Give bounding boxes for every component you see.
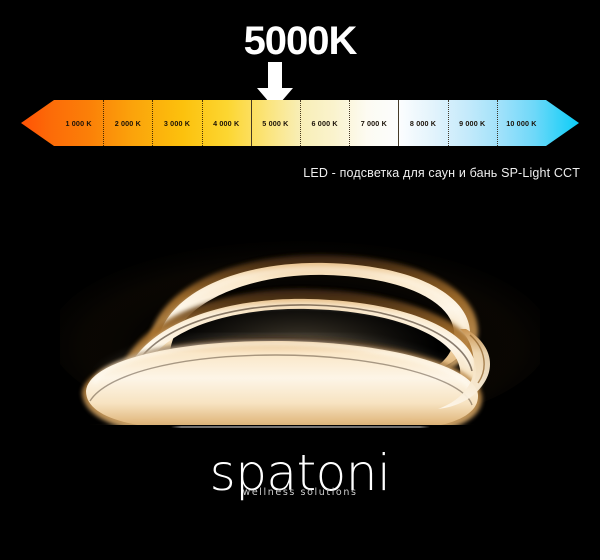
cct-color-temperature-scale: 1 000 K 2 000 K 3 000 K 4 000 K 5 000 K …	[20, 100, 580, 146]
horizontal-divider	[171, 426, 430, 428]
cct-callout: 5000K	[0, 18, 600, 68]
led-coil-ring-front	[82, 337, 483, 425]
cct-segment-1000k[interactable]: 1 000 K	[54, 100, 103, 146]
cct-segment-9000k[interactable]: 9 000 K	[447, 100, 497, 146]
cct-segment-2000k[interactable]: 2 000 K	[103, 100, 152, 146]
arrow-down-icon	[257, 62, 293, 109]
cct-segment-label: 5 000 K	[262, 119, 289, 129]
cct-scale-segments: 1 000 K 2 000 K 3 000 K 4 000 K 5 000 K …	[54, 100, 546, 146]
led-coil-ring-back	[148, 254, 479, 375]
cct-segment-label: 2 000 K	[114, 119, 141, 129]
led-coil-tail	[438, 329, 490, 409]
cct-segment-label: 4 000 K	[213, 119, 240, 129]
led-neon-strip-coil-image	[60, 241, 540, 425]
cct-segment-label: 8 000 K	[409, 119, 437, 129]
cct-segment-label: 9 000 K	[459, 119, 486, 129]
cct-segment-label: 1 000 K	[65, 119, 92, 129]
cct-segment-8000k[interactable]: 8 000 K	[398, 100, 447, 146]
brand-name: spatoni	[209, 444, 391, 502]
cct-scale-gradient-body	[21, 100, 579, 146]
cct-segment-7000k[interactable]: 7 000 K	[349, 100, 398, 146]
cct-segment-10000k[interactable]: 10 000 K	[496, 100, 546, 146]
cct-callout-value: 5000K	[243, 19, 358, 63]
cct-segment-label: 3 000 K	[163, 119, 191, 129]
cct-segment-6000k[interactable]: 6 000 K	[300, 100, 349, 146]
cct-segment-4000k[interactable]: 4 000 K	[201, 100, 251, 146]
product-caption: LED - подсветка для саун и бань SP-Light…	[303, 166, 580, 180]
led-coil-ring-middle	[118, 288, 485, 413]
cct-segment-label: 10 000 K	[506, 119, 537, 129]
cct-segment-3000k[interactable]: 3 000 K	[152, 100, 201, 146]
brand-logo: spatoni	[0, 447, 600, 499]
brand-tagline: wellness solutions	[242, 487, 358, 498]
cct-segment-5000k[interactable]: 5 000 K	[250, 100, 300, 146]
cct-segment-label: 7 000 K	[360, 119, 387, 129]
cct-segment-label: 6 000 K	[311, 119, 338, 129]
